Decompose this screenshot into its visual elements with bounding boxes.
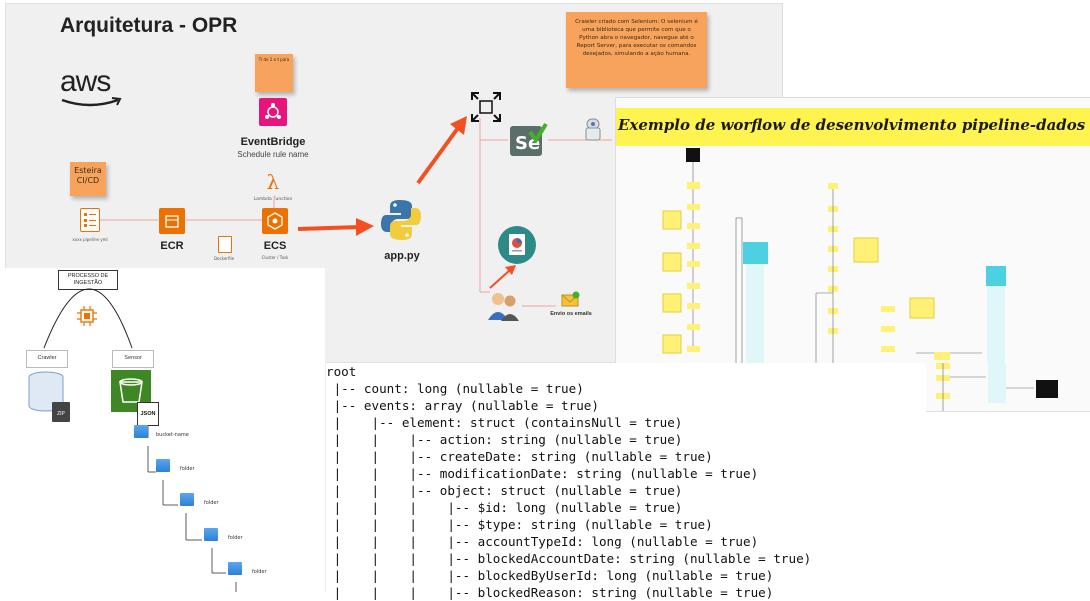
schema-line: | | | |-- blockedByUserId: long (nullabl… (326, 568, 774, 583)
schema-line: | | | |-- $id: long (nullable = true) (326, 500, 683, 515)
process-title-text: PROCESSO DE INGESTÃO (67, 273, 109, 286)
json-file-label: JSON (140, 411, 156, 417)
svg-text:λ: λ (267, 170, 280, 194)
schema-line: | |-- element: struct (containsNull = tr… (326, 415, 683, 430)
folder-icon (204, 528, 218, 541)
folder-icon (134, 425, 148, 438)
sticky-schedule-text: Tr de 2 o t para (258, 57, 290, 62)
schema-line: | | |-- createDate: string (nullable = t… (326, 449, 713, 464)
checklist-icon (80, 208, 100, 232)
eventbridge-icon (259, 98, 287, 126)
schema-line: | | | |-- accountTypeId: long (nullable … (326, 534, 759, 549)
folder-icon (156, 459, 170, 472)
sensor-node: Sensor (112, 350, 154, 368)
report-icon (498, 226, 536, 264)
compute-chip-icon (76, 305, 98, 327)
json-file-icon: JSON (137, 402, 159, 426)
process-arc (43, 288, 237, 592)
aws-logo-text: aws (60, 65, 111, 98)
schema-line: | | | |-- blockedReason: string (nullabl… (326, 585, 774, 600)
email-icon (560, 290, 582, 308)
schema-line: | | |-- object: struct (nullable = true) (326, 483, 683, 498)
dockerfile-icon (218, 236, 232, 253)
lambda-icon: λ (261, 170, 285, 194)
folder-label: folder (252, 569, 267, 575)
ecs-icon (262, 208, 288, 234)
ingestion-process-panel (5, 268, 326, 592)
eventbridge-label: EventBridge (240, 136, 306, 148)
board-title: Arquitetura - OPR (60, 14, 238, 37)
app-label: app.py (384, 250, 420, 262)
workflow-panel: Exemplo de worflow de desenvolvimento pi… (615, 97, 1090, 365)
schema-line: | | | |-- $type: string (nullable = true… (326, 517, 713, 532)
folder-icon (228, 562, 242, 575)
sensor-node-label: Sensor (124, 355, 142, 361)
workflow-title-banner: Exemplo de worflow de desenvolvimento pi… (616, 108, 1090, 146)
schema-line: | | |-- modificationDate: string (nullab… (326, 466, 759, 481)
crawler-node: Crawler (26, 350, 68, 368)
sticky-cicd: Esteira CI/CD (70, 162, 106, 196)
users-icon (486, 290, 522, 322)
robot-icon (582, 116, 604, 144)
folder-label: folder (204, 500, 219, 506)
schema-line: | | |-- action: string (nullable = true) (326, 432, 683, 447)
workflow-panel-extension (925, 363, 1090, 412)
zip-file-label: ZIP (57, 411, 65, 417)
schema-lines: root |-- count: long (nullable = true) |… (326, 363, 926, 601)
flow-arrows (297, 116, 516, 289)
schema-line: |-- count: long (nullable = true) (326, 381, 584, 396)
schema-printout: root |-- count: long (nullable = true) |… (326, 363, 926, 600)
python-icon (380, 198, 422, 242)
sticky-cicd-text: Esteira CI/CD (74, 166, 102, 185)
ecs-label: ECS (263, 240, 287, 252)
fullscreen-icon[interactable] (470, 91, 502, 123)
ecs-sub: Cluster / Task (261, 255, 289, 260)
schema-line: | | | |-- blockedAccountDate: string (nu… (326, 551, 812, 566)
workflow-diagram (662, 148, 1006, 364)
aws-logo: aws (60, 66, 130, 112)
zip-file-icon: ZIP (52, 402, 70, 422)
schema-line: |-- events: array (nullable = true) (326, 398, 599, 413)
ecr-icon (159, 208, 185, 234)
folder-label: bucket-name (156, 432, 189, 438)
dockerfile-label: Dockerfile (213, 256, 235, 261)
sticky-schedule-note: Tr de 2 o t para (255, 54, 293, 92)
eventbridge-sub: Schedule rule name (237, 150, 309, 159)
pipeline-label: xxxx pipeline yml (72, 237, 108, 242)
folder-icon (180, 493, 194, 506)
schema-line: root (326, 364, 357, 379)
sticky-crawler-text: Crawler criado com Selenium: O selenium … (575, 19, 698, 57)
folder-label: folder (180, 466, 195, 472)
email-label: Envio os emails (550, 311, 592, 317)
crawler-node-label: Crawler (37, 355, 57, 361)
board-connectors (100, 118, 612, 307)
folder-label: folder (228, 535, 243, 541)
sticky-crawler-note: Crawler criado com Selenium: O selenium … (566, 12, 707, 88)
workflow-title: Exemplo de worflow de desenvolvimento pi… (618, 116, 1086, 134)
ecr-label: ECR (160, 240, 184, 252)
lambda-label: Lambda Function (253, 197, 293, 202)
selenium-icon: Se (508, 122, 548, 158)
